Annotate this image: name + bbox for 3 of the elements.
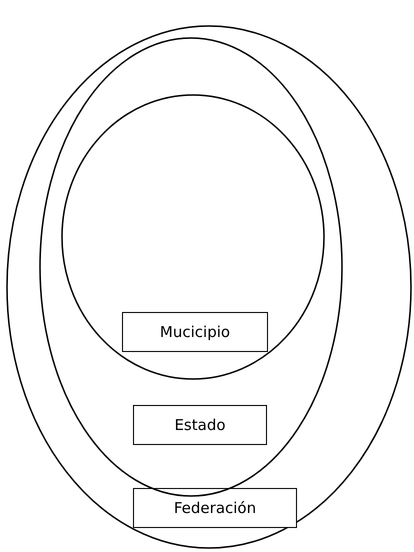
- level-label: Estado: [133, 405, 267, 445]
- level-label: Mucicipio: [122, 312, 268, 352]
- level-label: Federación: [133, 488, 297, 528]
